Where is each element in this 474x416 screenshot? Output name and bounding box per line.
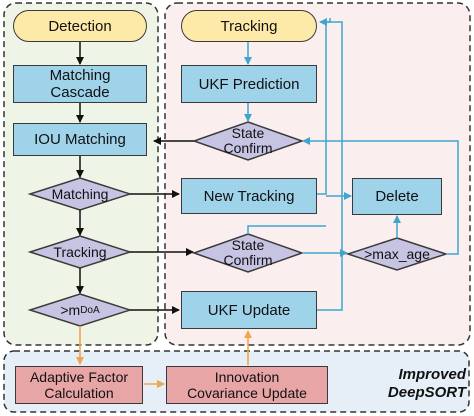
max-age-diamond: [345, 237, 449, 271]
matching-cascade-node: Matching Cascade: [13, 65, 147, 103]
delete-label: Delete: [375, 188, 419, 205]
state-confirm-1-diamond: [191, 121, 305, 161]
ukf-prediction-node: UKF Prediction: [181, 65, 317, 103]
tracking-decision-label: Tracking: [53, 243, 107, 260]
state-confirm-2-label: State Confirm: [223, 237, 273, 268]
ukf-update-node: UKF Update: [181, 291, 317, 329]
state-confirm-1-label: State Confirm: [223, 125, 273, 156]
ukf-prediction-label: UKF Prediction: [198, 75, 300, 93]
max-age-label: >max_age: [364, 245, 430, 262]
new-tracking-label: New Tracking: [203, 187, 295, 205]
mdoa-prefix: >m: [60, 301, 81, 318]
innovation-covariance-label: Innovation Covariance Update: [187, 369, 307, 401]
tracking-start-label: Tracking: [220, 17, 278, 35]
adaptive-factor-label: Adaptive Factor Calculation: [29, 369, 129, 401]
iou-matching-label: IOU Matching: [34, 131, 126, 148]
ukf-update-label: UKF Update: [207, 301, 291, 319]
mdoa-subscript: DoA: [80, 304, 100, 316]
arrow-ukf-update-loop: [317, 18, 343, 311]
iou-matching-node: IOU Matching: [13, 123, 147, 156]
state-confirm-2-diamond: [191, 233, 305, 273]
improved-deepsort-label: Improved DeepSORT: [387, 366, 466, 401]
arrow-state-confirm-to-new-tracking: [247, 225, 326, 234]
new-tracking-node: New Tracking: [181, 178, 317, 214]
detection-start-node: Detection: [13, 10, 147, 42]
arrow-max-age-loop: [302, 137, 459, 255]
adaptive-factor-node: Adaptive Factor Calculation: [15, 366, 143, 404]
detection-start-label: Detection: [48, 17, 112, 35]
tracking-start-node: Tracking: [181, 10, 317, 42]
matching-cascade-label: Matching Cascade: [49, 67, 111, 101]
innovation-covariance-node: Innovation Covariance Update: [166, 366, 328, 404]
delete-node: Delete: [352, 178, 442, 215]
matching-decision-label: Matching: [51, 185, 109, 202]
